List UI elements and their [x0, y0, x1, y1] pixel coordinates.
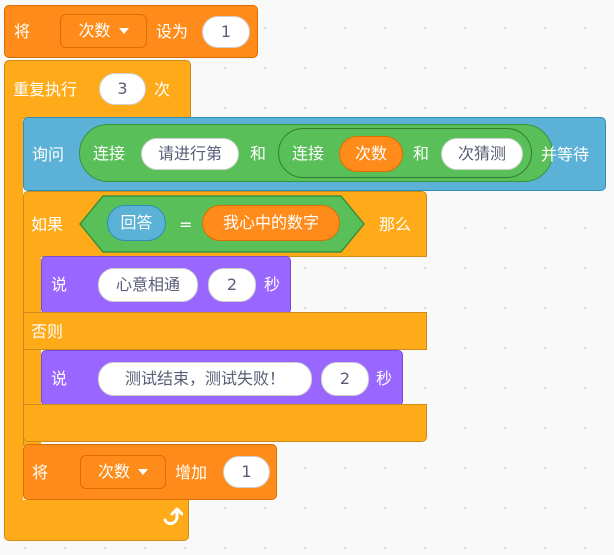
repeat-suffix: 次 [154, 80, 171, 99]
ask-and-wait-block[interactable]: 询问 连接 请进行第 和 连接 次数 和 次猜测 并等待 [23, 117, 606, 191]
else-section-label: 否则 [23, 312, 427, 350]
loop-arrow-icon [163, 507, 183, 525]
join-outer-first-input[interactable]: 请进行第 [141, 138, 239, 170]
join-inner-second-input[interactable]: 次猜测 [441, 138, 523, 170]
set-to-label: 设为 [156, 22, 189, 41]
join-inner-keyword: 连接 [292, 144, 325, 163]
caret-down-icon [138, 469, 148, 475]
caret-down-icon [118, 28, 129, 34]
else-keyword: 否则 [31, 322, 64, 341]
repeat-block-arm [4, 116, 23, 508]
ask-suffix: 并等待 [541, 145, 590, 164]
join-outer-keyword: 连接 [93, 144, 126, 163]
variable-name: 次数 [97, 462, 130, 481]
say-unit: 秒 [376, 369, 393, 388]
set-variable-block[interactable]: 将 次数 设为 1 [4, 5, 258, 58]
then-keyword: 那么 [379, 215, 412, 234]
say-seconds-input[interactable]: 2 [208, 268, 256, 302]
if-else-block-footer [23, 404, 427, 442]
variable-dropdown[interactable]: 次数 [80, 455, 166, 489]
say-message-input[interactable]: 心意相通 [98, 268, 198, 302]
say-unit: 秒 [264, 275, 281, 294]
equals-operator: = [179, 215, 193, 234]
set-keyword: 将 [14, 22, 31, 41]
say-for-secs-block-fail[interactable]: 说 测试结束，测试失败！ 2 秒 [41, 350, 403, 406]
join-outer-and-label: 和 [250, 144, 267, 163]
repeat-count-input[interactable]: 3 [99, 73, 146, 105]
if-arm [23, 256, 41, 446]
repeat-block-header[interactable]: 重复执行 3 次 [4, 60, 191, 119]
join-inner-reporter[interactable]: 连接 次数 和 次猜测 [278, 128, 532, 178]
say-seconds-input[interactable]: 2 [321, 362, 369, 396]
change-value-input[interactable]: 1 [223, 456, 270, 488]
repeat-keyword: 重复执行 [13, 80, 78, 99]
repeat-block-footer [4, 500, 189, 541]
if-keyword: 如果 [31, 215, 64, 234]
say-message-input[interactable]: 测试结束，测试失败！ [98, 362, 312, 396]
variable-dropdown[interactable]: 次数 [60, 14, 147, 48]
say-keyword: 说 [51, 369, 68, 388]
change-variable-block[interactable]: 将 次数 增加 1 [23, 444, 277, 500]
join-inner-and-label: 和 [413, 144, 430, 163]
ask-keyword: 询问 [32, 145, 65, 164]
variable-name: 次数 [78, 21, 111, 40]
answer-reporter[interactable]: 回答 [107, 205, 166, 241]
variable-reporter-count[interactable]: 次数 [339, 136, 403, 172]
say-for-secs-block-correct[interactable]: 说 心意相通 2 秒 [41, 256, 291, 314]
say-keyword: 说 [51, 275, 68, 294]
change-by-label: 增加 [175, 463, 208, 482]
change-keyword: 将 [32, 463, 49, 482]
join-outer-reporter[interactable]: 连接 请进行第 和 连接 次数 和 次猜测 [79, 124, 553, 182]
if-else-block-header[interactable]: 如果 回答 = 我心中的数字 那么 [23, 191, 427, 257]
set-value-input[interactable]: 1 [202, 16, 250, 48]
variable-reporter-secret-number[interactable]: 我心中的数字 [202, 205, 340, 241]
